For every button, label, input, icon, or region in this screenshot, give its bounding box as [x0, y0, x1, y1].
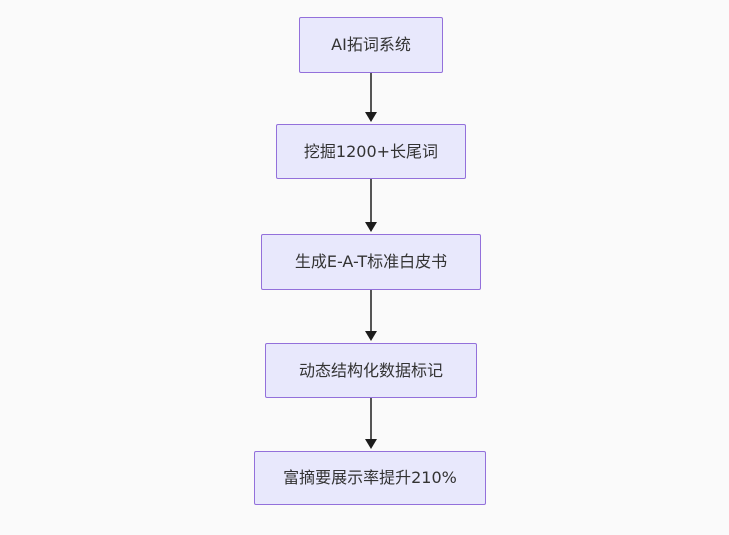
flow-arrow-1	[364, 73, 378, 122]
node-label: 富摘要展示率提升210%	[283, 468, 457, 488]
arrow-head-icon	[365, 112, 377, 122]
flow-arrow-2	[364, 179, 378, 232]
arrow-head-icon	[365, 331, 377, 341]
arrow-shaft	[370, 179, 372, 222]
flow-arrow-4	[364, 398, 378, 449]
node-label: 生成E-A-T标准白皮书	[294, 252, 448, 272]
arrow-shaft	[370, 398, 372, 439]
flow-node-structured-data-markup: 动态结构化数据标记	[265, 343, 477, 398]
arrow-head-icon	[365, 439, 377, 449]
flow-node-ai-keyword-system: AI拓词系统	[299, 17, 443, 73]
flow-node-eat-whitepaper: 生成E-A-T标准白皮书	[261, 234, 481, 290]
node-label: 挖掘1200+长尾词	[303, 141, 439, 161]
arrow-shaft	[370, 290, 372, 331]
node-label: AI拓词系统	[331, 35, 411, 55]
arrow-shaft	[370, 73, 372, 112]
arrow-head-icon	[365, 222, 377, 232]
flow-node-rich-snippet-result: 富摘要展示率提升210%	[254, 451, 486, 505]
flow-node-longtail-mining: 挖掘1200+长尾词	[276, 124, 466, 179]
flow-arrow-3	[364, 290, 378, 341]
node-label: 动态结构化数据标记	[298, 360, 443, 380]
